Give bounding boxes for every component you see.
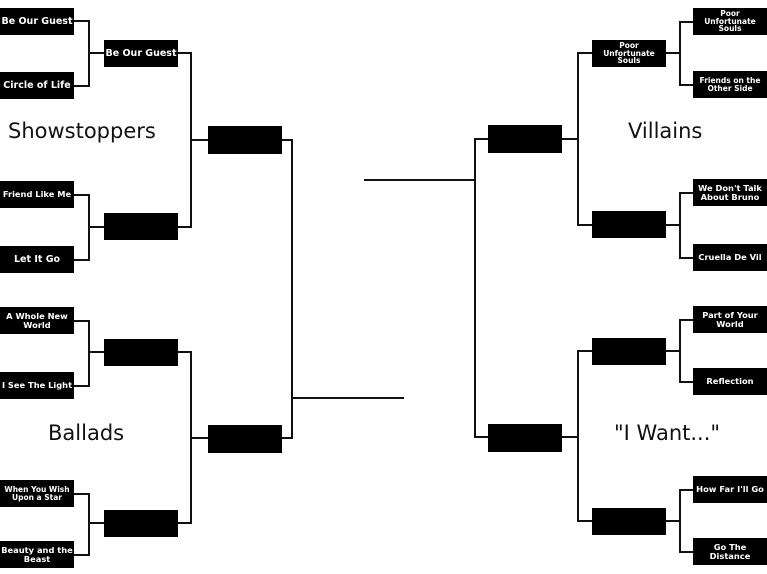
region-label-i-want: "I Want..." xyxy=(614,421,721,445)
round2-villains-top[interactable]: Poor Unfortunate Souls xyxy=(592,40,666,67)
round3-left-bottom[interactable] xyxy=(208,425,282,453)
seed-a-whole-new-world[interactable]: A Whole New World xyxy=(0,307,74,334)
round2-ballads-bottom[interactable] xyxy=(104,510,178,537)
connector-left-bl-2 xyxy=(74,493,104,556)
seed-i-see-the-light[interactable]: I See The Light xyxy=(0,372,74,399)
seed-friend-like-me[interactable]: Friend Like Me xyxy=(0,181,74,208)
region-label-ballads: Ballads xyxy=(48,421,125,445)
connector-left-ss-2 xyxy=(74,194,104,261)
connector-left-r3 xyxy=(281,139,404,439)
seed-how-far-ill-go[interactable]: How Far I'll Go xyxy=(693,476,767,503)
round2-showstoppers-bottom[interactable] xyxy=(104,213,178,240)
round2-ballads-top[interactable] xyxy=(104,339,178,366)
seed-friends-on-the-other-side[interactable]: Friends on the Other Side xyxy=(693,71,767,98)
connector-right-vl-1 xyxy=(665,21,695,86)
connector-right-vl-2 xyxy=(665,192,695,259)
seed-we-dont-talk-about-bruno[interactable]: We Don't Talk About Bruno xyxy=(693,179,767,206)
seed-be-our-guest[interactable]: Be Our Guest xyxy=(0,8,74,35)
region-label-showstoppers: Showstoppers xyxy=(8,119,156,143)
round2-i-want-top[interactable] xyxy=(592,338,666,365)
connector-left-r2-top xyxy=(177,52,208,228)
connector-right-iw-2 xyxy=(665,489,695,553)
seed-go-the-distance[interactable]: Go The Distance xyxy=(693,538,767,565)
seed-reflection[interactable]: Reflection xyxy=(693,368,767,395)
round3-left-top[interactable] xyxy=(208,126,282,154)
connector-right-r2-bot xyxy=(561,350,592,522)
seed-cruella-de-vil[interactable]: Cruella De Vil xyxy=(693,244,767,271)
seed-part-of-your-world[interactable]: Part of Your World xyxy=(693,306,767,333)
round2-showstoppers-top[interactable]: Be Our Guest xyxy=(104,40,178,67)
connector-right-iw-1 xyxy=(665,319,695,383)
seed-poor-unfortunate-souls[interactable]: Poor Unfortunate Souls xyxy=(693,8,767,35)
connector-left-ss-1 xyxy=(74,20,104,87)
round2-villains-bottom[interactable] xyxy=(592,211,666,238)
seed-let-it-go[interactable]: Let It Go xyxy=(0,246,74,273)
seed-beauty-and-the-beast[interactable]: Beauty and the Beast xyxy=(0,541,74,568)
connector-left-bl-1 xyxy=(74,320,104,387)
round3-right-top[interactable] xyxy=(488,125,562,153)
connector-right-r2-top xyxy=(561,52,592,226)
connector-right-r3 xyxy=(364,138,488,438)
connector-left-r2-bot xyxy=(177,351,208,524)
seed-when-you-wish-upon-a-star[interactable]: When You Wish Upon a Star xyxy=(0,480,74,507)
round3-right-bottom[interactable] xyxy=(488,424,562,452)
region-label-villains: Villains xyxy=(628,119,703,143)
round2-i-want-bottom[interactable] xyxy=(592,508,666,535)
seed-circle-of-life[interactable]: Circle of Life xyxy=(0,72,74,99)
